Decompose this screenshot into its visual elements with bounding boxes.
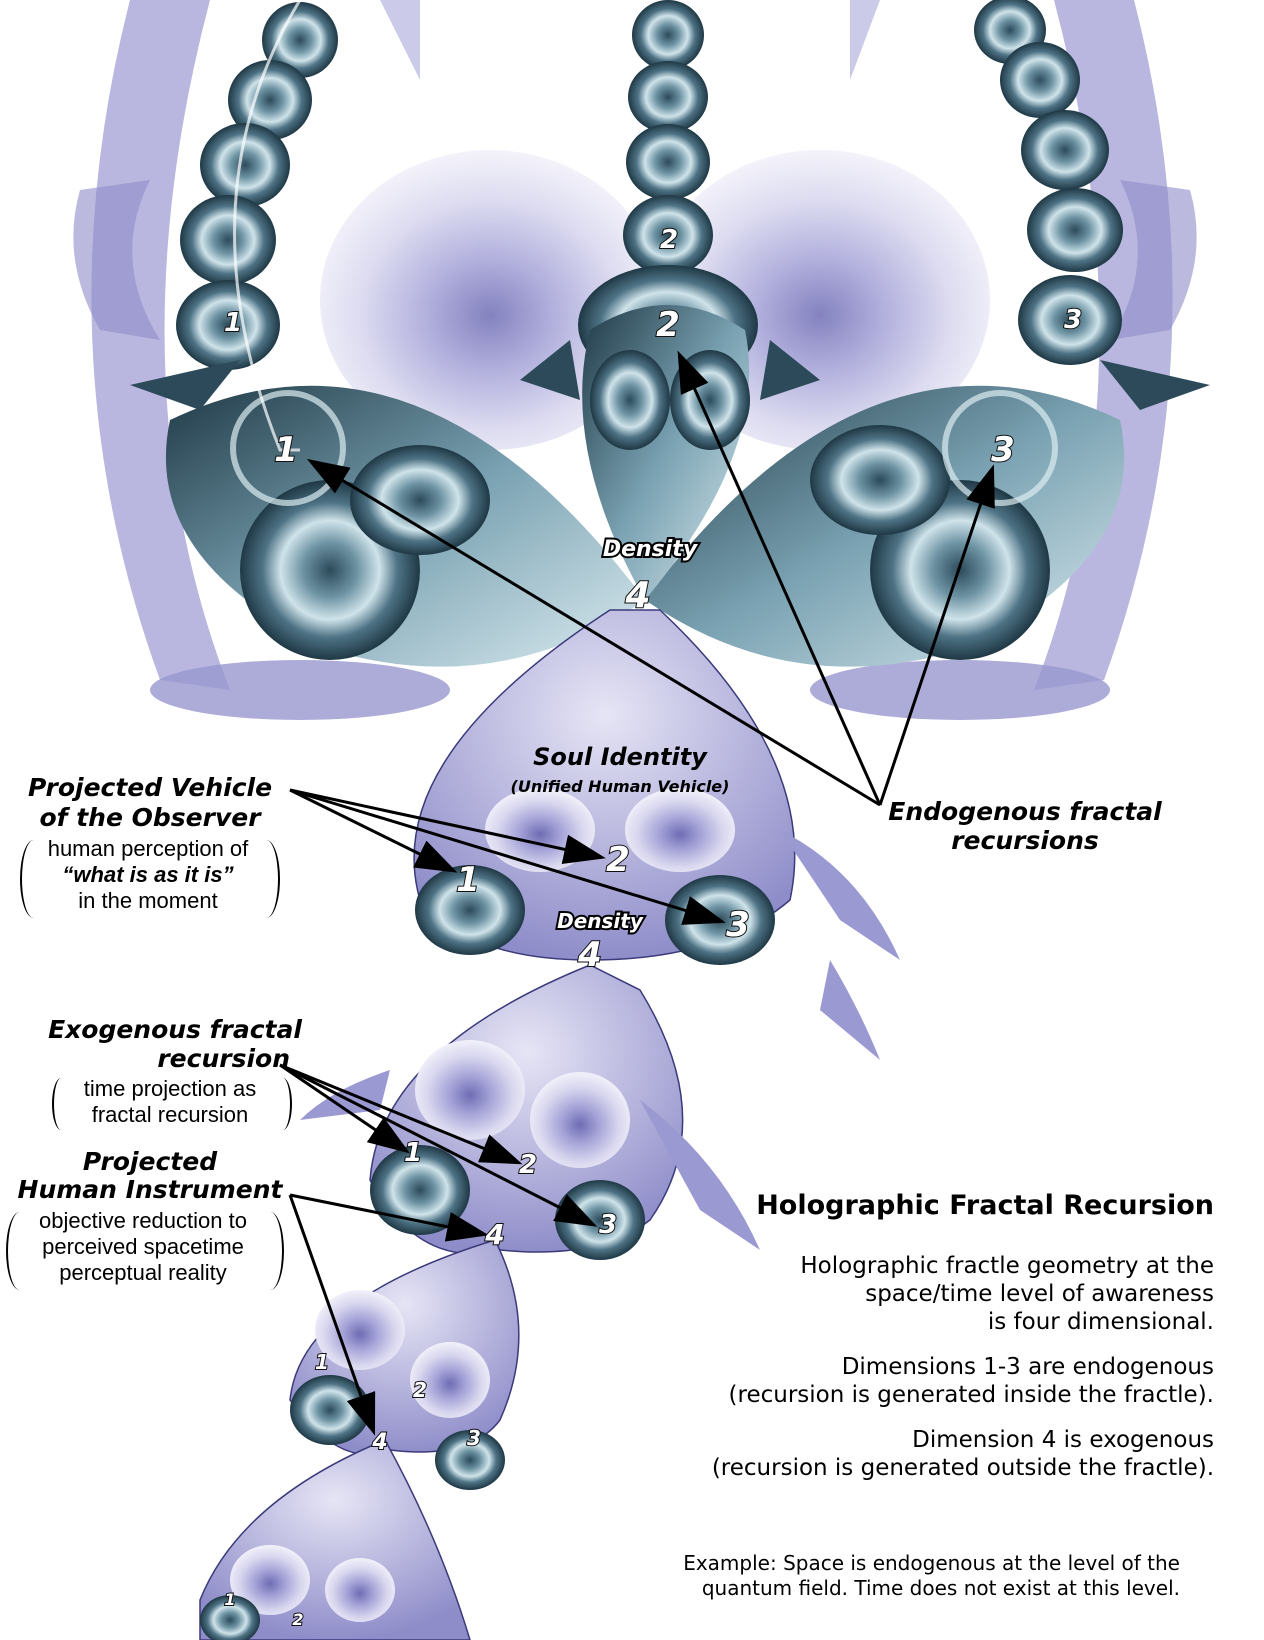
caption-para3-line1: Dimension 4 is exogenous xyxy=(912,1427,1214,1453)
projected-vehicle-desc-1: human perception of xyxy=(20,836,276,862)
instrument-desc-3: perceptual reality xyxy=(6,1260,280,1286)
number-2-instr: 2 xyxy=(408,1378,432,1402)
unified-vehicle-label: (Unified Human Vehicle) xyxy=(470,778,770,796)
density-top-label: Density xyxy=(580,537,720,562)
caption-example-line2: quantum field. Time does not exist at th… xyxy=(702,1576,1180,1600)
instrument-desc-1: objective reduction to xyxy=(6,1208,280,1234)
caption-example-line1: Example: Space is endogenous at the leve… xyxy=(683,1551,1180,1575)
instrument-title-1: Projected xyxy=(0,1148,300,1177)
caption-para2-line1: Dimensions 1-3 are endogenous xyxy=(842,1354,1214,1380)
number-2-col: 2 xyxy=(654,225,684,255)
number-3-top: 3 xyxy=(985,430,1021,470)
exogenous-title-1: Exogenous fractal xyxy=(30,1016,320,1045)
caption-para1-line2: space/time level of awareness xyxy=(865,1281,1214,1307)
number-3-exo: 3 xyxy=(593,1210,623,1240)
endogenous-label-line2: recursions xyxy=(860,827,1190,856)
number-2-soul: 2 xyxy=(600,840,636,880)
bottom-flower xyxy=(200,1440,470,1640)
number-1-instr: 1 xyxy=(310,1350,334,1374)
endogenous-label-line1: Endogenous fractal xyxy=(860,798,1190,827)
projected-vehicle-title-2: of the Observer xyxy=(0,804,300,833)
number-1-soul: 1 xyxy=(450,860,486,900)
projected-vehicle-title-1: Projected Vehicle xyxy=(0,774,300,803)
exogenous-flower xyxy=(300,965,760,1260)
soul-identity-label: Soul Identity xyxy=(470,744,770,772)
number-2-top: 2 xyxy=(650,305,686,345)
number-4-instr: 4 xyxy=(368,1430,392,1455)
number-4-soul: 4 xyxy=(572,935,608,975)
projected-vehicle-desc-2: “what is as it is” xyxy=(20,862,276,888)
number-1-bottom: 1 xyxy=(220,1590,240,1609)
projected-vehicle-desc-3: in the moment xyxy=(20,888,276,914)
fractal-column-left xyxy=(176,2,338,370)
exogenous-desc-1: time projection as xyxy=(52,1076,288,1102)
caption-title: Holographic Fractal Recursion xyxy=(756,1190,1214,1221)
density-mid-label: Density xyxy=(535,910,665,933)
exogenous-desc-2: fractal recursion xyxy=(52,1102,288,1128)
number-3-col: 3 xyxy=(1058,305,1088,335)
number-2-exo: 2 xyxy=(513,1150,543,1180)
number-2-bottom: 2 xyxy=(288,1610,308,1629)
number-1-top: 1 xyxy=(268,430,304,470)
exogenous-title-2: recursion xyxy=(30,1045,320,1074)
number-1-exo: 1 xyxy=(398,1138,428,1168)
number-1-col: 1 xyxy=(218,308,248,338)
number-3-soul: 3 xyxy=(720,905,756,945)
number-4-top: 4 xyxy=(618,575,658,616)
number-4-exo: 4 xyxy=(480,1218,510,1251)
instrument-desc-2: perceived spacetime xyxy=(6,1234,280,1260)
caption-para1-line3: is four dimensional. xyxy=(988,1309,1214,1335)
number-3-instr: 3 xyxy=(462,1426,486,1450)
caption-para3-line2: (recursion is generated outside the frac… xyxy=(712,1455,1214,1481)
caption-para1-line1: Holographic fractle geometry at the xyxy=(800,1253,1214,1279)
instrument-title-2: Human Instrument xyxy=(0,1176,300,1205)
caption-para2-line2: (recursion is generated inside the fract… xyxy=(729,1382,1214,1408)
